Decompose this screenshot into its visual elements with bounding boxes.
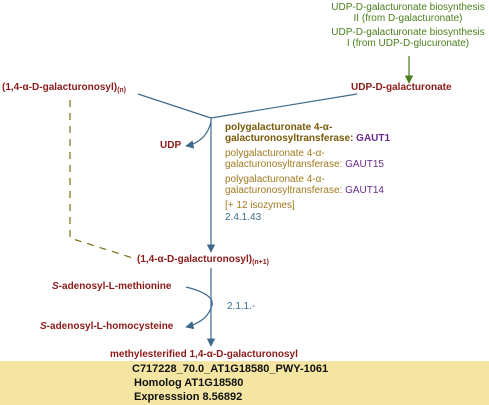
compound-methylesterified[interactable]: methylesterified 1,4-α-D-galacturonosyl [110,349,298,360]
reaction-left-input [137,93,212,119]
sam-sah-curve [185,286,213,330]
gene-gaut14[interactable]: GAUT14 [345,185,384,196]
info-panel: C717228_70.0_AT1G18580_PWY-1061 Homolog … [0,361,489,405]
upstream-pathway-link-2[interactable]: UDP-D-galacturonate biosynthesis II (fro… [331,2,485,24]
ec-number-2-4-1-43[interactable]: 2.4.1.43 [225,212,262,223]
compound-s-adenosyl-methionine[interactable]: S-adenosyl-L-methionine [52,281,172,292]
upstream-pathway-link-1[interactable]: UDP-D-galacturonate biosynthesis I (from… [331,27,485,49]
info-line-id: C717228_70.0_AT1G18580_PWY-1061 [132,363,329,375]
enzyme-gaut15[interactable]: polygalacturonate 4-α- galacturonosyltra… [225,148,384,170]
compound-udp-galacturonate[interactable]: UDP-D-galacturonate [351,82,452,93]
more-isozymes-link[interactable]: [+ 12 isozymes] [225,200,295,211]
info-line-expression: Expresssion 8.56892 [134,391,243,403]
compound-galacturonosyl-n-plus-1[interactable]: (1,4-α-D-galacturonosyl)(n+1) [137,254,269,266]
info-line-homolog: Homolog AT1G18580 [134,377,244,389]
gene-gaut1[interactable]: GAUT1 [356,133,391,144]
compound-udp[interactable]: UDP [160,140,182,151]
enzyme-gaut1[interactable]: polygalacturonate 4-α- galacturonosyltra… [225,122,391,144]
ec-number-2-1-1[interactable]: 2.1.1.- [227,301,256,312]
udp-side-arrow [185,121,212,149]
compound-galacturonosyl-n[interactable]: (1,4-α-D-galacturonosyl)(n) [2,82,127,94]
reaction-right-input [210,93,358,119]
dashed-recycle-line [69,100,137,260]
compound-s-adenosyl-homocysteine[interactable]: S-adenosyl-L-homocysteine [40,321,174,332]
gene-gaut15[interactable]: GAUT15 [345,159,384,170]
enzyme-gaut14[interactable]: polygalacturonate 4-α- galacturonosyltra… [225,174,384,196]
